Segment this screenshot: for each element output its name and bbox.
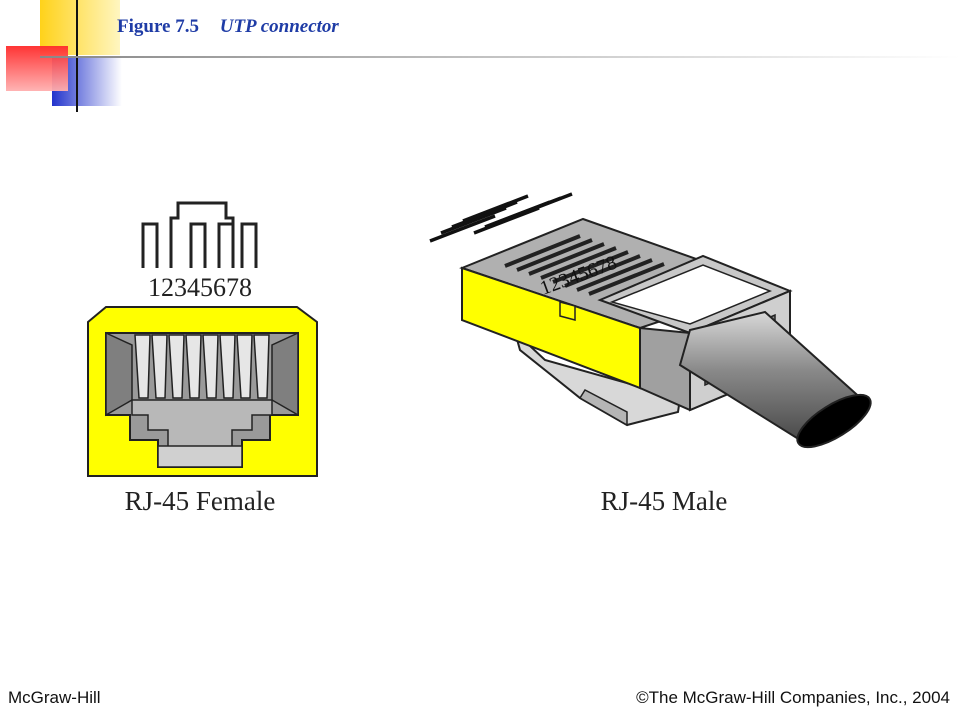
male-contacts (504, 234, 665, 296)
male-wires (429, 192, 573, 243)
slide-title: Figure 7.5 UTP connector (117, 16, 339, 38)
rj45-female: 12345678 RJ-45 Female (87, 201, 318, 516)
footer-copyright: ©The McGraw-Hill Companies, Inc., 2004 (636, 688, 950, 707)
female-caption: RJ-45 Female (125, 486, 276, 516)
deco-title-rule (40, 56, 960, 58)
deco-red-square (6, 46, 68, 91)
male-latch (513, 328, 682, 427)
female-pin-numbers: 12345678 (148, 273, 252, 302)
footer-publisher: McGraw-Hill (8, 688, 101, 707)
figure-label: Figure 7.5 (117, 16, 199, 37)
female-pin-wires (141, 201, 258, 268)
female-contacts (134, 334, 270, 399)
male-caption: RJ-45 Male (601, 486, 728, 516)
figure-caption: UTP connector (219, 16, 339, 37)
rj45-male: 12345678 RJ-45 Male (429, 192, 872, 516)
deco-yellow-square (40, 0, 120, 55)
male-cable-end (796, 393, 872, 449)
slide-decoration (6, 0, 960, 112)
